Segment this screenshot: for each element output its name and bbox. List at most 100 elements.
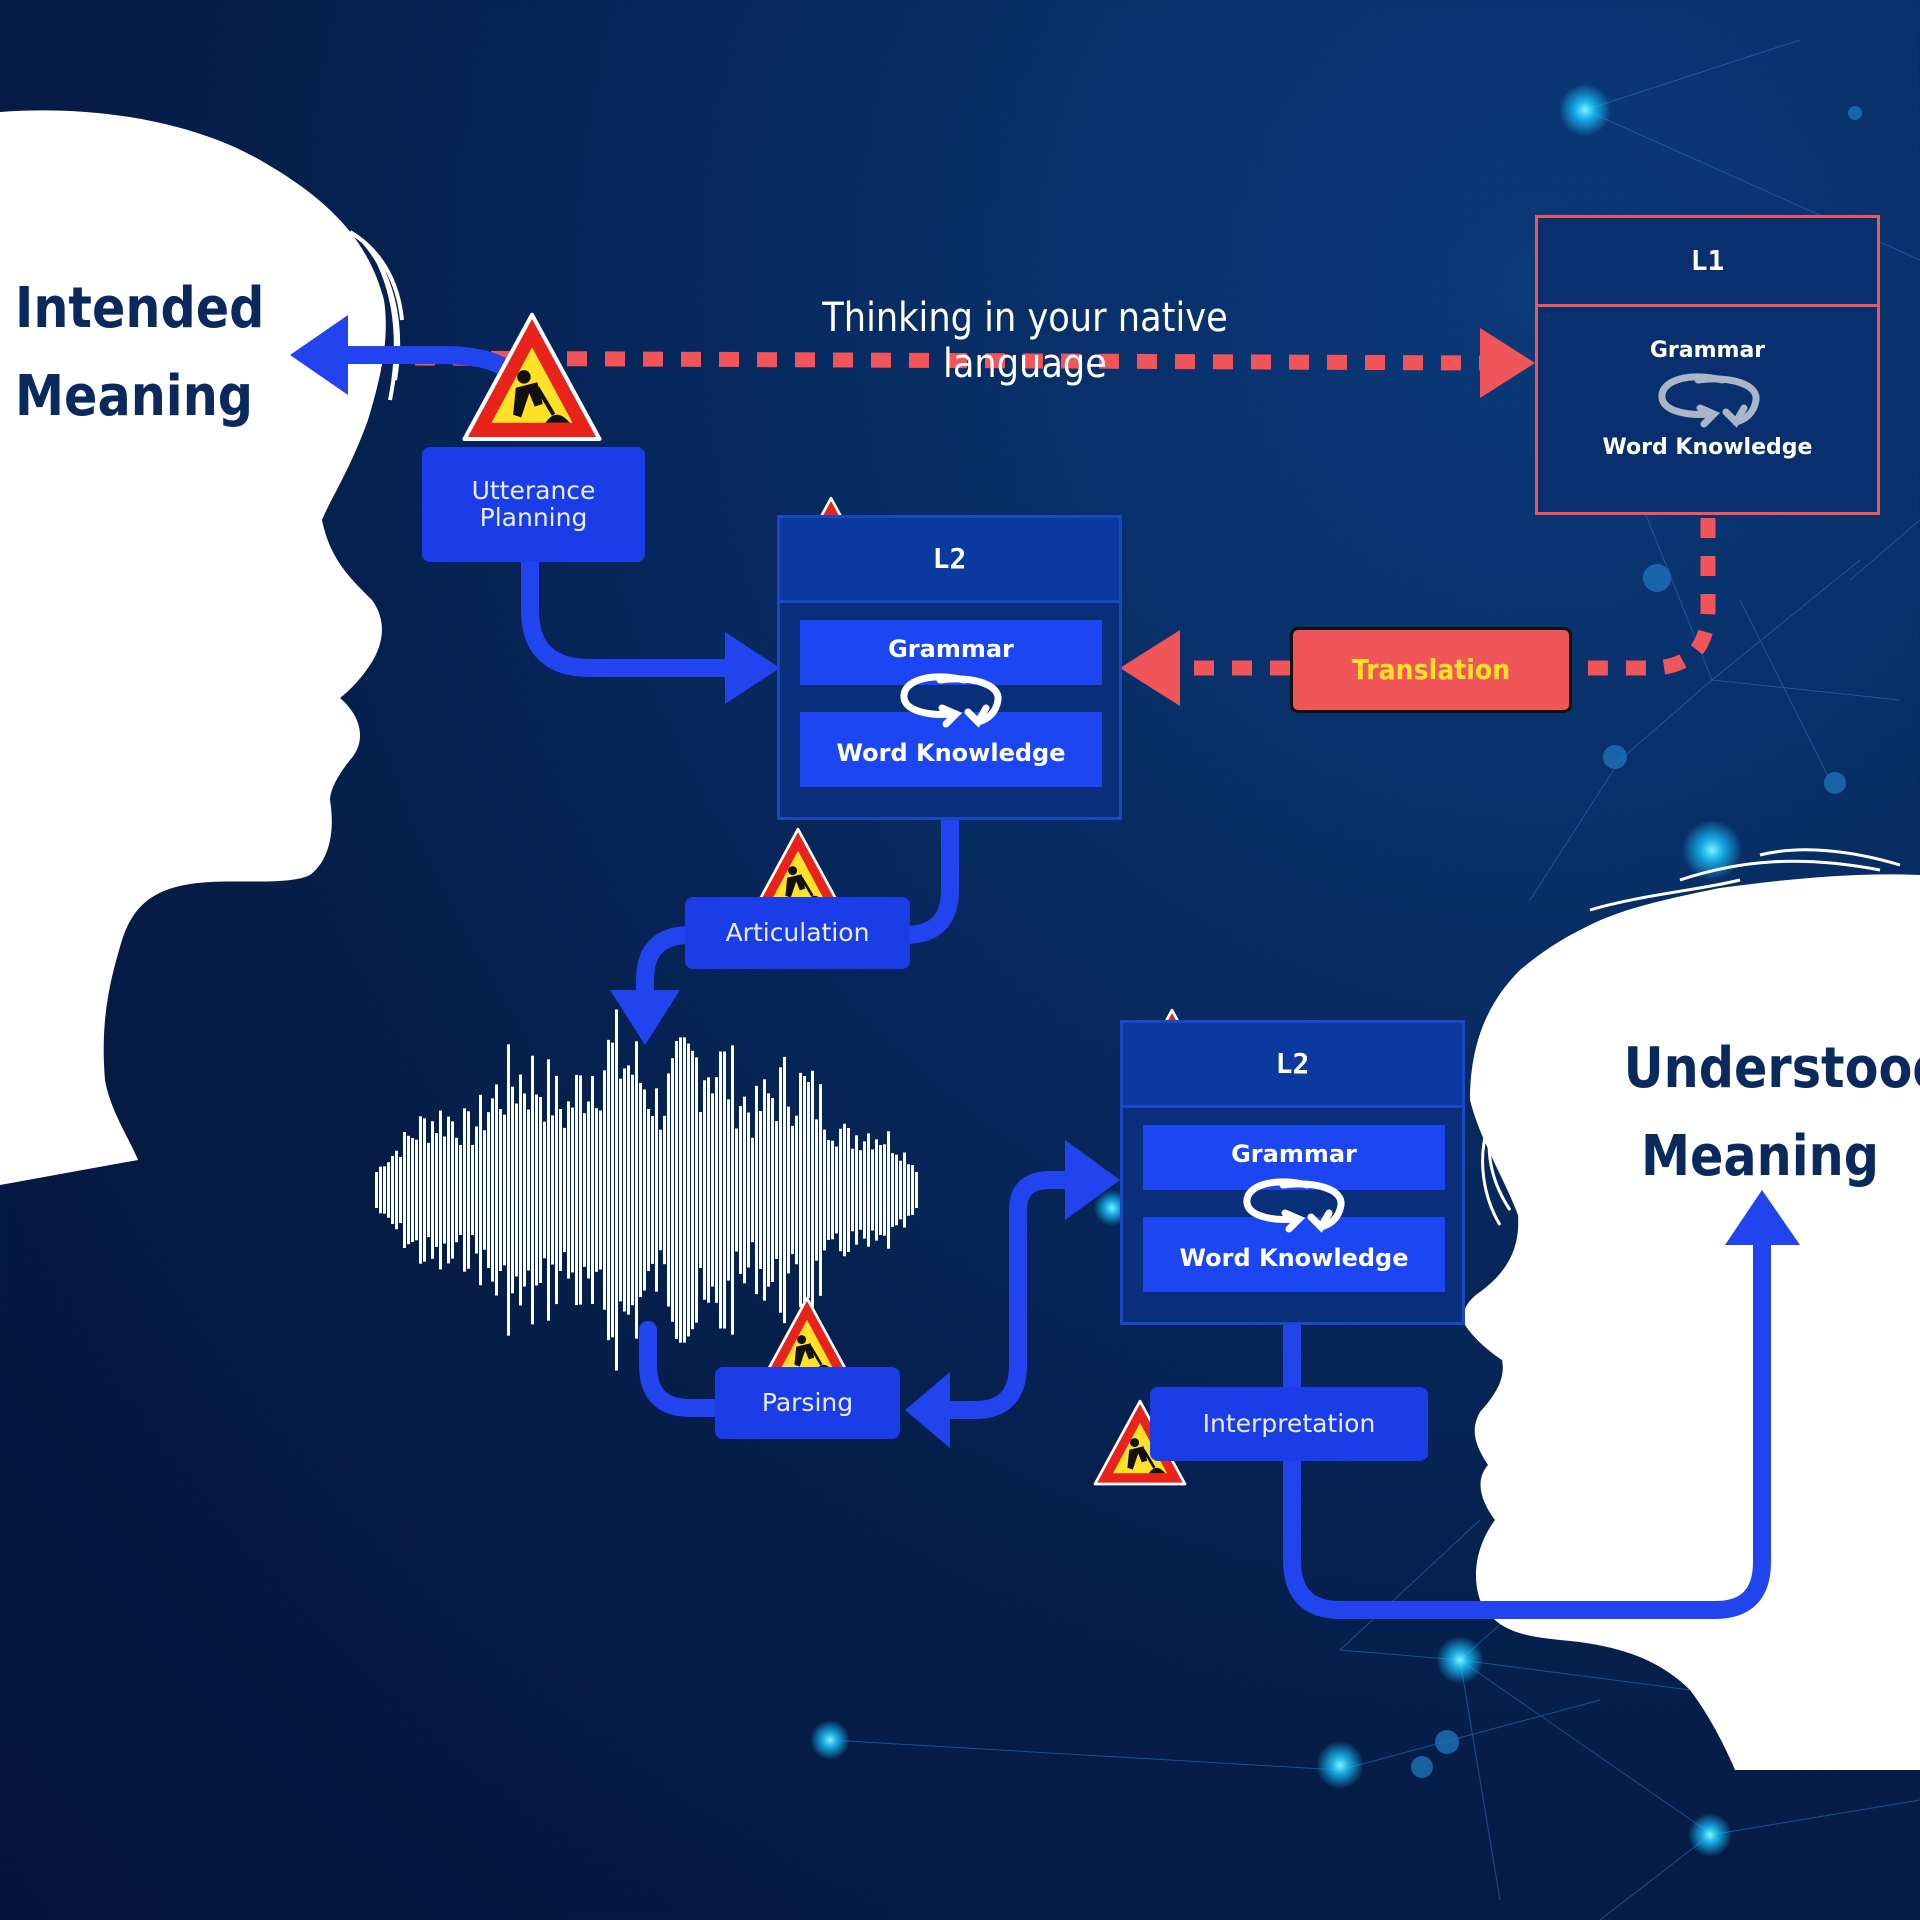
thinking-native-language-label: Thinking in your native language (822, 295, 1228, 387)
waveform-bar (651, 1116, 654, 1264)
thinking-path-dotted (414, 328, 1535, 398)
waveform-bar (799, 1072, 802, 1308)
waveform-bar (747, 1112, 750, 1268)
understood-meaning-line2: Meaning (1640, 1124, 1880, 1189)
l2-production-grammar-label: Grammar (888, 635, 1014, 663)
waveform-bar (879, 1145, 882, 1235)
waveform-bar (907, 1164, 910, 1216)
waveform-bar (495, 1084, 498, 1296)
waveform-bar (723, 1051, 726, 1329)
waveform-bar (759, 1110, 762, 1270)
waveform-bar (915, 1172, 918, 1208)
waveform-bar (507, 1044, 510, 1336)
waveform-bar (839, 1128, 842, 1252)
waveform-bar (523, 1093, 526, 1287)
waveform-bar (831, 1140, 834, 1240)
interpretation-box: Interpretation (1150, 1387, 1428, 1461)
waveform-bar (479, 1094, 482, 1286)
listener-hair-strands (1481, 848, 1901, 1226)
waveform-bar (671, 1058, 674, 1322)
waveform-bar (555, 1075, 558, 1305)
listener-head-silhouette (1463, 874, 1920, 1770)
waveform-bar (647, 1108, 650, 1272)
waveform-bar (599, 1110, 602, 1270)
l1-cycle-icon (1658, 373, 1760, 428)
waveform-bar (539, 1097, 542, 1283)
waveform-bar (787, 1106, 790, 1274)
waveform-bar (827, 1140, 830, 1240)
waveform-bar (875, 1139, 878, 1241)
understood-meaning-label: Understood Meaning (1624, 1025, 1920, 1201)
speech-waveform (375, 1009, 918, 1371)
waveform-bar (775, 1121, 778, 1259)
waveform-bar (711, 1093, 714, 1287)
waveform-bar (587, 1101, 590, 1279)
waveform-bar (751, 1137, 754, 1243)
l2-comprehension-word-knowledge-bar: Word Knowledge (1143, 1217, 1445, 1292)
l1-word-knowledge-label: Word Knowledge (1602, 435, 1813, 460)
waveform-bar (403, 1132, 406, 1248)
waveform-bar (883, 1144, 886, 1236)
waveform-bar (823, 1129, 826, 1251)
waveform-bar (679, 1037, 682, 1343)
waveform-bar (819, 1084, 822, 1296)
speaker-head-silhouette (0, 110, 386, 1185)
waveform-bar (519, 1074, 522, 1306)
l2-comprehension-title: L2 (1123, 1023, 1462, 1108)
waveform-bar (703, 1080, 706, 1300)
waveform-bar (843, 1123, 846, 1257)
flow-arrowheads (290, 315, 1800, 1448)
waveform-bar (399, 1156, 402, 1224)
waveform-bar (731, 1045, 734, 1335)
waveform-bar (859, 1150, 862, 1230)
waveform-bar (439, 1110, 442, 1270)
waveform-bar (451, 1121, 454, 1259)
waveform-bar (583, 1113, 586, 1267)
waveform-bar (511, 1086, 514, 1294)
l2-production-word-knowledge-bar: Word Knowledge (800, 712, 1102, 787)
waveform-bar (871, 1149, 874, 1231)
waveform-bar (407, 1135, 410, 1245)
waveform-bar (395, 1150, 398, 1230)
waveform-bar (655, 1088, 658, 1292)
waveform-bar (771, 1097, 774, 1283)
waveform-bar (855, 1135, 858, 1245)
l2-production-word-knowledge-label: Word Knowledge (836, 739, 1066, 767)
waveform-bar (643, 1089, 646, 1291)
waveform-bar (675, 1041, 678, 1339)
waveform-bar (763, 1079, 766, 1301)
waveform-bar (411, 1138, 414, 1242)
waveform-bar (419, 1116, 422, 1264)
l2-comprehension-cycle-icon (1243, 1178, 1345, 1233)
waveform-bar (375, 1172, 378, 1208)
waveform-bar (867, 1133, 870, 1247)
translation-box: Translation (1290, 627, 1572, 713)
waveform-bar (567, 1101, 570, 1279)
intended-meaning-line2: Meaning (15, 364, 254, 429)
waveform-bar (779, 1067, 782, 1313)
translation-label: Translation (1351, 653, 1511, 686)
waveform-bar (899, 1160, 902, 1220)
waveform-bar (863, 1141, 866, 1239)
utterance-planning-line1: Utterance (471, 476, 596, 505)
l2-comprehension-grammar-label: Grammar (1231, 1140, 1357, 1168)
waveform-bar (791, 1125, 794, 1255)
waveform-bar (491, 1098, 494, 1282)
waveform-bar (387, 1162, 390, 1218)
waveform-bar (851, 1148, 854, 1232)
waveform-bar (695, 1057, 698, 1323)
waveform-bar (527, 1109, 530, 1271)
waveform-bar (743, 1096, 746, 1284)
waveform-bar (619, 1078, 622, 1302)
waveform-bar (611, 1042, 614, 1338)
l2-comprehension-word-knowledge-label: Word Knowledge (1179, 1244, 1409, 1272)
waveform-bar (379, 1166, 382, 1214)
utterance-planning-line2: Planning (479, 503, 588, 532)
waveform-bar (887, 1131, 890, 1249)
waveform-bar (483, 1130, 486, 1250)
waveform-bar (807, 1081, 810, 1299)
waveform-bar (895, 1154, 898, 1226)
waveform-bar (727, 1099, 730, 1281)
intended-meaning-label: Intended Meaning (15, 265, 264, 441)
l2-production-cycle-icon (900, 673, 1002, 728)
